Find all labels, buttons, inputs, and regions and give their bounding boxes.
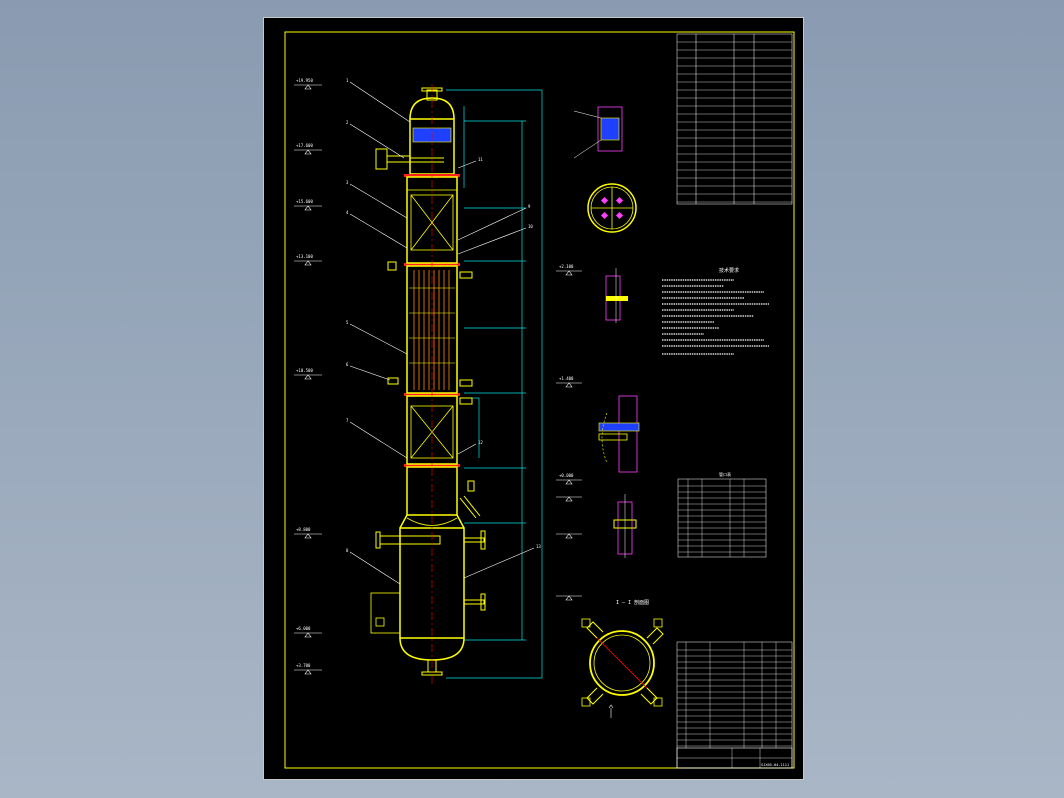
part-9: 9 (528, 204, 531, 209)
support-lugs (586, 621, 664, 705)
elev-label-8: +3.700 (296, 663, 311, 668)
part-7: 7 (346, 418, 349, 423)
elev-label-7: +6.000 (296, 626, 311, 631)
detail-view-B (587, 183, 637, 233)
elevation-labels: +19.950 +17.600 +15.600 +13.100 +10.500 … (296, 78, 313, 668)
detail-view-E (613, 494, 637, 558)
title-block: SJX05-04-1111 (676, 747, 793, 769)
column-vessel (370, 84, 543, 686)
right-elev-1: +2.100 (559, 264, 574, 269)
cad-drawing: +19.950 +17.600 +15.600 +13.100 +10.500 … (284, 31, 795, 769)
detail-view-A (573, 106, 623, 159)
right-elevation-labels: +2.100 +1.400 +0.000 (559, 264, 574, 478)
part-5: 5 (346, 320, 349, 325)
nozzle-table: 管口表 (677, 471, 767, 558)
leader-lines (349, 81, 535, 585)
elev-2 (294, 149, 322, 155)
tech-notes-title: 技术要求 (719, 267, 739, 274)
elev-label-4: +13.100 (296, 254, 313, 259)
right-elev-3: +0.000 (559, 473, 574, 478)
part-4: 4 (346, 210, 349, 215)
elev-label-3: +15.600 (296, 199, 313, 204)
drawing-number: SJX05-04-1111 (761, 763, 789, 767)
elev-label-5: +10.500 (296, 368, 313, 373)
nozzle-table-title: 管口表 (719, 471, 731, 477)
part-10: 10 (528, 224, 533, 229)
elev-1 (294, 84, 322, 90)
right-elevation-markers (556, 270, 582, 601)
design-data-rows (677, 41, 792, 203)
part-11: 11 (478, 157, 483, 162)
elev-7 (294, 632, 322, 638)
detail-view-C (605, 268, 628, 323)
elev-3 (294, 205, 322, 211)
section-title: I — I 剖面图 (616, 599, 649, 606)
right-elev-2: +1.400 (559, 376, 574, 381)
section-I-I: I — I 剖面图 (581, 599, 664, 718)
drawing-frame (284, 31, 795, 769)
part-12: 12 (478, 440, 483, 445)
detail-view-D (598, 395, 640, 473)
part-13: 13 (536, 544, 541, 549)
drawing-sheet: +19.950 +17.600 +15.600 +13.100 +10.500 … (263, 17, 804, 780)
dimension-lines (446, 89, 543, 679)
design-data-table (676, 33, 793, 205)
part-3: 3 (346, 180, 349, 185)
elev-8 (294, 669, 322, 675)
elev-label-2: +17.600 (296, 143, 313, 148)
elev-label-6: +8.800 (296, 527, 311, 532)
bill-of-materials (676, 641, 793, 769)
part-8: 8 (346, 548, 349, 553)
tech-notes: 技术要求 (662, 267, 769, 355)
elev-6 (294, 533, 322, 539)
elevation-markers (294, 84, 322, 675)
section-arrow-icon (608, 704, 614, 718)
part-6: 6 (346, 362, 349, 367)
elev-label-1: +19.950 (296, 78, 313, 83)
elev-4 (294, 260, 322, 266)
part-2: 2 (346, 120, 349, 125)
part-1: 1 (346, 78, 349, 83)
part-number-labels: 1 2 3 4 5 6 7 8 9 10 11 12 13 (346, 78, 541, 553)
elev-5 (294, 374, 322, 380)
